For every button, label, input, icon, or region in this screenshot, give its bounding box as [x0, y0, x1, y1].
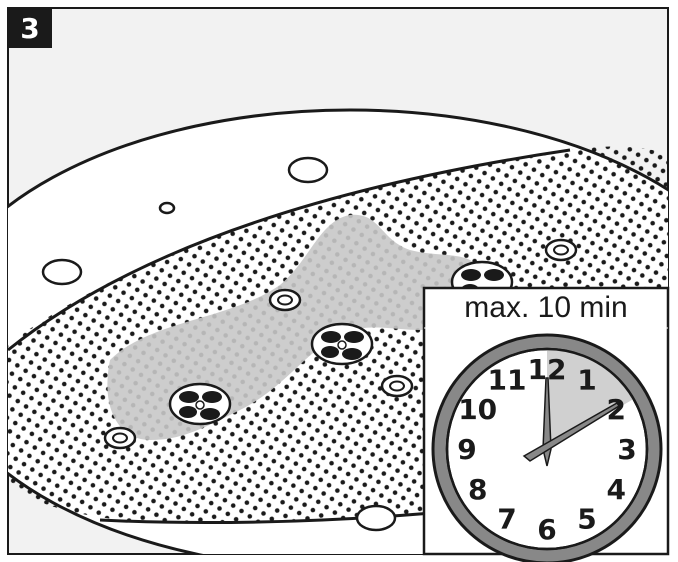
clock-minute-hand: [522, 402, 621, 462]
clock-numeral: 1: [577, 364, 596, 397]
clock-numeral: 3: [617, 433, 636, 466]
step-number-badge: 3: [8, 8, 52, 48]
clock-numeral: 7: [497, 502, 516, 535]
ring-nozzle: [544, 238, 578, 262]
ring-nozzle: [268, 288, 302, 312]
time-limit-caption: max. 10 min: [464, 291, 628, 324]
plate-hole: [41, 258, 83, 286]
clock-numeral: 9: [457, 433, 476, 466]
clock-numeral: 10: [458, 393, 497, 426]
ring-nozzle: [380, 374, 414, 398]
clogged-nozzle: [168, 382, 232, 426]
ring-nozzle: [103, 426, 137, 450]
clock-numeral: 4: [607, 473, 626, 506]
clock-numeral: 11: [488, 364, 527, 397]
clock-numeral: 2: [607, 393, 626, 426]
clock-numeral: 6: [537, 513, 556, 546]
clogged-nozzle: [310, 322, 374, 366]
clock-numeral: 8: [468, 473, 487, 506]
clock-numeral: 5: [577, 502, 596, 535]
plate-hole: [355, 504, 397, 532]
plate-hole: [287, 156, 329, 184]
plate-hole-small: [158, 201, 176, 215]
